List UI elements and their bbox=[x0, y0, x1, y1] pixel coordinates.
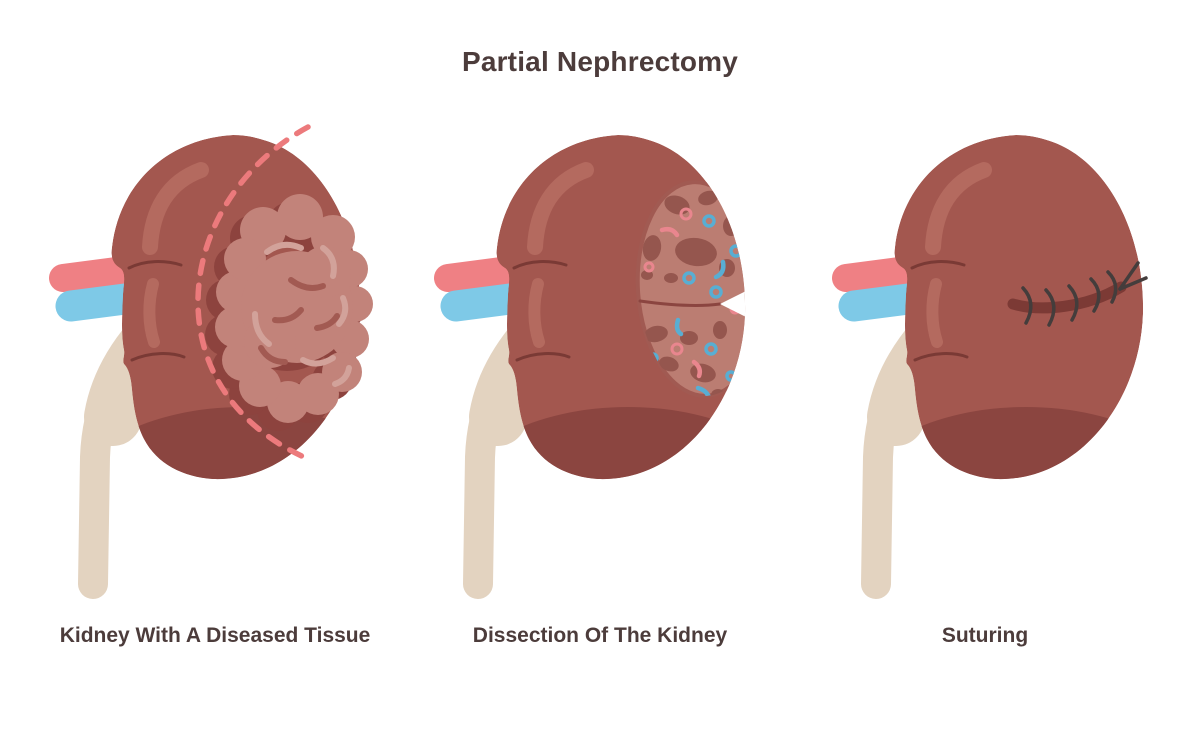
tumor bbox=[205, 194, 373, 431]
dissection-notch bbox=[720, 290, 746, 318]
hilum-crease-upper bbox=[127, 260, 183, 270]
panel-dissection: Dissection Of The Kidney bbox=[400, 102, 800, 648]
hilum-crease-lower bbox=[515, 352, 571, 362]
panel-suturing: Suturing bbox=[800, 102, 1200, 648]
cut-tissue-texture bbox=[641, 190, 743, 401]
stitches bbox=[1021, 270, 1118, 327]
kidney-hilum-highlight bbox=[926, 278, 943, 348]
tumor-mass bbox=[215, 194, 373, 423]
panel-label-diseased: Kidney With A Diseased Tissue bbox=[59, 624, 371, 647]
kidney-hilum-highlight bbox=[143, 278, 160, 348]
suture bbox=[1007, 261, 1148, 327]
hilum-crease-upper bbox=[910, 260, 966, 270]
page-title: Partial Nephrectomy bbox=[461, 46, 739, 77]
kidney-hilum-highlight bbox=[528, 278, 545, 348]
panel-label-suturing: Suturing bbox=[941, 624, 1029, 647]
tumor-texture-light bbox=[252, 241, 352, 387]
resection-dashed-line bbox=[195, 124, 311, 461]
kidney-highlight bbox=[142, 162, 209, 255]
hilum-crease-lower bbox=[130, 352, 186, 362]
kidney-dissection-illustration bbox=[434, 135, 746, 599]
kidney-highlight bbox=[925, 162, 992, 255]
hilum-crease-lower bbox=[913, 352, 969, 362]
cut-surface bbox=[635, 180, 746, 401]
tumor-texture-dark bbox=[258, 277, 340, 365]
panel-diseased-kidney: Kidney With A Diseased Tissue bbox=[0, 102, 400, 648]
kidney-diseased-illustration bbox=[49, 124, 373, 599]
kidney-sutured-illustration bbox=[832, 135, 1148, 599]
illustration-panels: Kidney With A Diseased Tissue bbox=[0, 102, 1200, 648]
hilum-crease-upper bbox=[512, 260, 568, 270]
suture-knot bbox=[1118, 261, 1148, 291]
dissection-seam bbox=[638, 299, 722, 307]
incision-line bbox=[1007, 281, 1127, 314]
panel-label-dissection: Dissection Of The Kidney bbox=[472, 624, 728, 647]
kidney-highlight bbox=[527, 162, 594, 255]
